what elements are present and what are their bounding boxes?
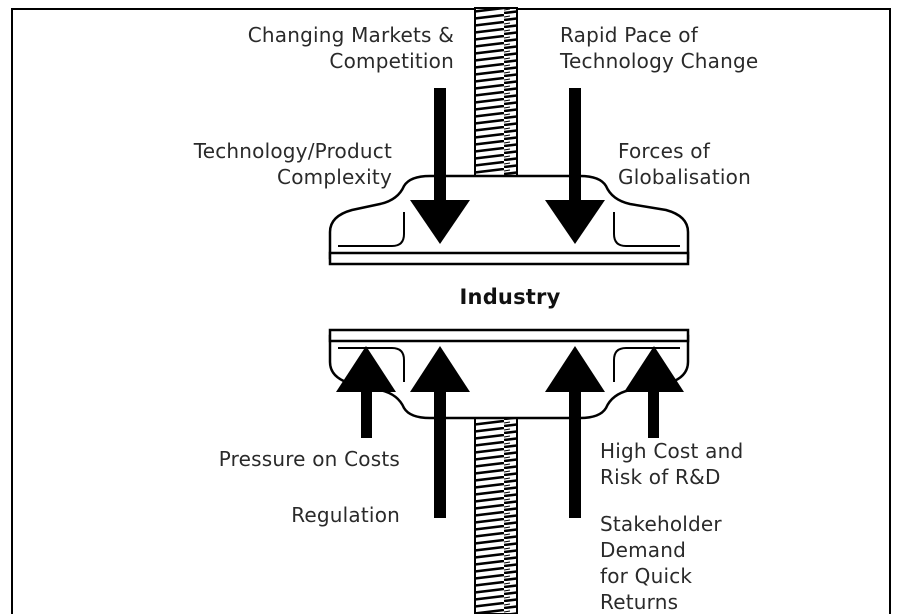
up-arrow-outer-right — [624, 346, 684, 438]
industry-label: Industry — [459, 285, 561, 309]
up-arrow-outer-left — [336, 346, 396, 438]
label-forces-globalisation: Forces of Globalisation — [618, 139, 751, 189]
up-arrow-inner-left — [410, 346, 470, 518]
bottom-press-plate — [328, 328, 690, 420]
label-changing-markets: Changing Markets & Competition — [247, 23, 454, 73]
diagram-frame — [11, 8, 891, 614]
top-press-plate — [328, 174, 690, 266]
label-regulation: Regulation — [291, 503, 400, 527]
label-high-cost-risk-rd: High Cost and Risk of R&D — [600, 439, 744, 489]
down-arrow-right — [545, 88, 605, 244]
bottom-screw-thread — [474, 417, 518, 614]
label-rapid-pace-technology: Rapid Pace of Technology Change — [560, 23, 759, 73]
label-pressure-on-costs: Pressure on Costs — [218, 447, 400, 471]
label-technology-product-complexity: Technology/Product Complexity — [193, 139, 392, 189]
up-arrow-inner-right — [545, 346, 605, 518]
top-screw-thread — [474, 7, 518, 179]
down-arrow-left — [410, 88, 470, 244]
label-stakeholder-demand: Stakeholder Demand for Quick Returns — [600, 512, 722, 614]
